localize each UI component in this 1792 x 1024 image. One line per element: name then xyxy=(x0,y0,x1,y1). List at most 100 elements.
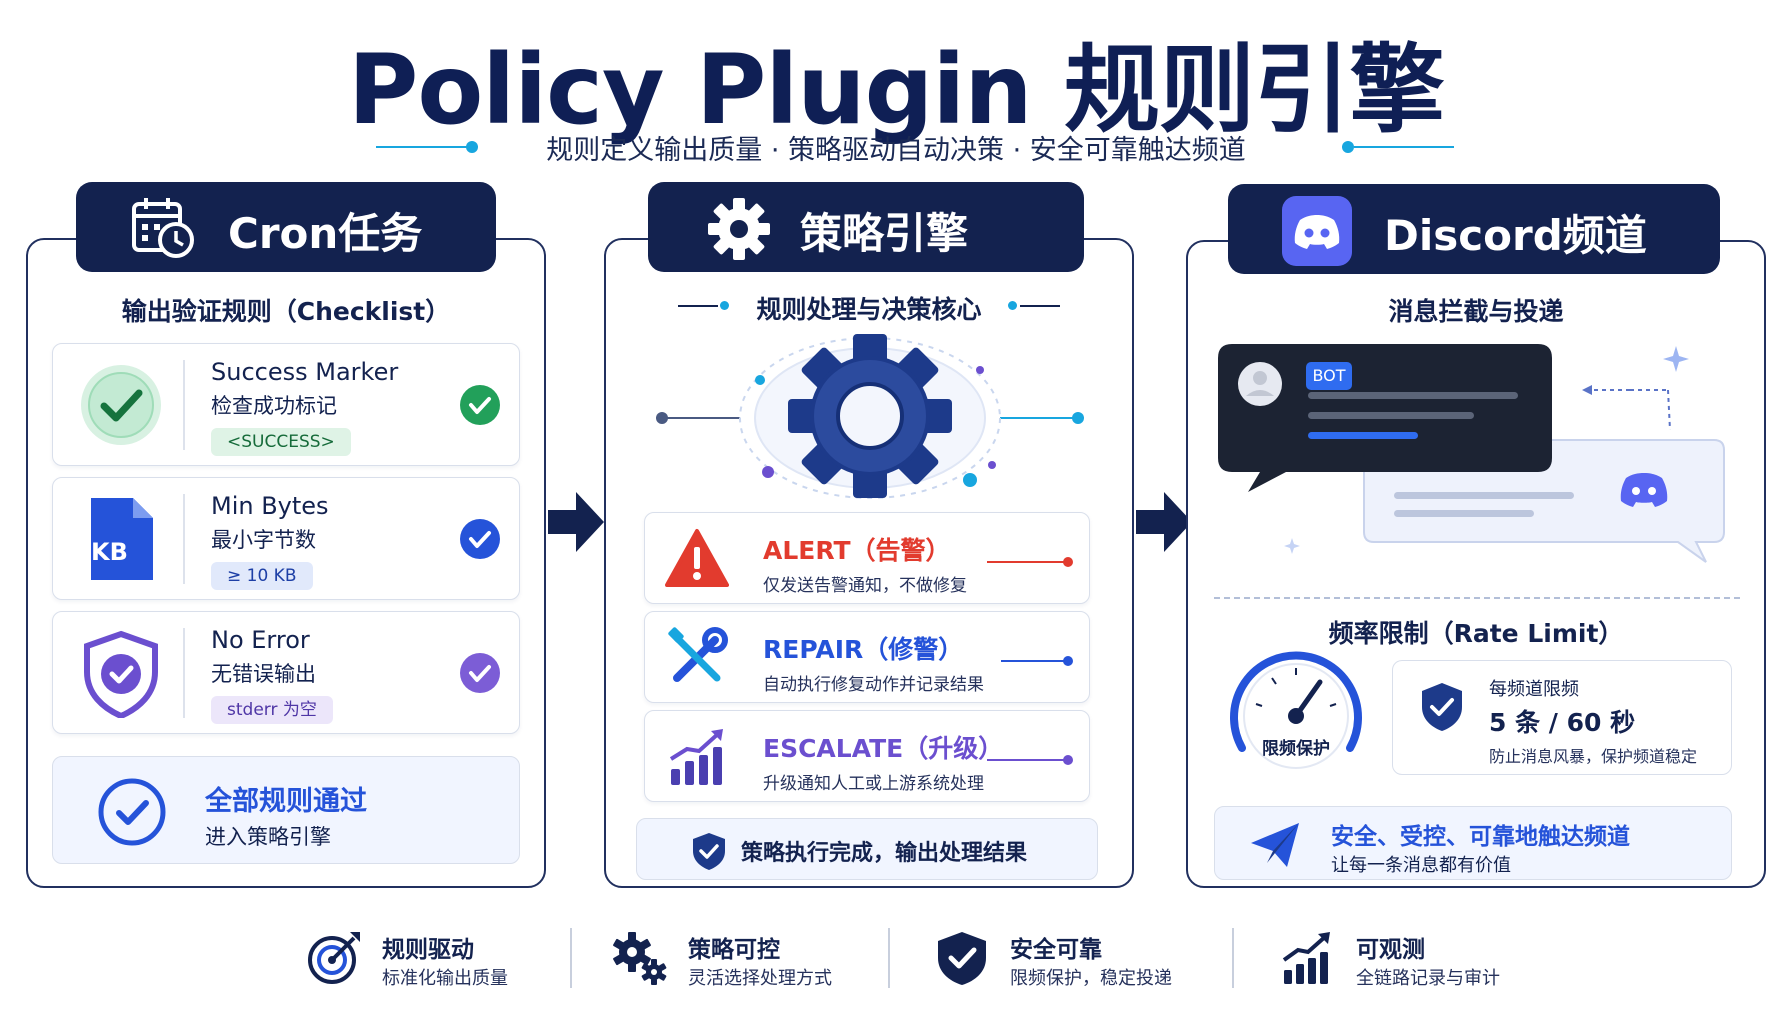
wrench-screwdriver-icon xyxy=(668,627,728,682)
action-line xyxy=(987,561,1067,563)
shield-check-icon xyxy=(938,932,986,985)
rule-title: Min Bytes xyxy=(211,492,329,520)
subtitle-left-line xyxy=(376,146,476,148)
flow-arrow-icon xyxy=(1136,492,1192,552)
rule-subtitle: 无错误输出 xyxy=(211,662,316,686)
gauge-icon xyxy=(1230,651,1362,778)
rule-min-bytes: KB Min Bytes 最小字节数 ≥ 10 KB xyxy=(52,477,520,600)
footer-title: 规则驱动 xyxy=(382,937,474,963)
footer-separator xyxy=(1232,928,1234,988)
safe-delivery-box: 安全、受控、可靠地触达频道 让每一条消息都有价值 xyxy=(1214,806,1732,880)
chat-illustration xyxy=(1218,344,1725,563)
rule-no-error: No Error 无错误输出 stderr 为空 xyxy=(52,611,520,734)
rule-success-marker: Success Marker 检查成功标记 <SUCCESS> xyxy=(52,343,520,466)
footer-subtitle: 限频保护，稳定投递 xyxy=(1010,968,1172,989)
safe-subtitle: 让每一条消息都有价值 xyxy=(1331,855,1511,876)
subtitle-right-line xyxy=(1354,146,1454,148)
subtitle-row: 规则定义输出质量 · 策略驱动自动决策 · 安全可靠触达频道 xyxy=(0,128,1792,168)
calendar-clock-icon xyxy=(132,198,194,258)
shield-check-icon xyxy=(84,630,158,718)
pass-subtitle: 进入策略引擎 xyxy=(205,825,331,849)
action-subtitle: 仅发送告警通知，不做修复 xyxy=(763,576,967,596)
action-line xyxy=(1001,660,1067,662)
section-dot-right xyxy=(1008,301,1017,310)
gauge-label: 限频保护 xyxy=(1262,739,1330,759)
discord-logo-icon xyxy=(1282,196,1352,266)
footer-separator xyxy=(570,928,572,988)
shield-check-icon xyxy=(1422,683,1462,731)
shield-check-icon xyxy=(693,833,725,870)
action-title: ESCALATE（升级） xyxy=(763,734,1004,763)
action-line xyxy=(987,759,1067,761)
footer-item-rules: 规则驱动 标准化输出质量 xyxy=(306,924,546,994)
action-title: REPAIR（修警） xyxy=(763,635,964,664)
footer-subtitle: 灵活选择处理方式 xyxy=(688,968,832,989)
row-divider xyxy=(183,628,185,718)
section-line-left xyxy=(678,305,718,307)
action-dot xyxy=(1063,656,1073,666)
footer-item-observability: 可观测 全链路记录与审计 xyxy=(1280,924,1540,994)
footer-title: 安全可靠 xyxy=(1010,937,1102,963)
bot-badge: BOT xyxy=(1306,362,1352,390)
subtitle-left-dot xyxy=(466,141,478,153)
rate-box-value: 5 条 / 60 秒 xyxy=(1489,708,1636,737)
action-alert: ALERT（告警） 仅发送告警通知，不做修复 xyxy=(644,512,1090,604)
gears-icon xyxy=(613,932,667,985)
rule-subtitle: 最小字节数 xyxy=(211,528,316,552)
engine-gear-illustration xyxy=(656,334,1084,499)
discord-panel-header: Discord频道 xyxy=(1228,184,1720,274)
footer-item-policy: 策略可控 灵活选择处理方式 xyxy=(612,924,872,994)
footer-title: 策略可控 xyxy=(688,937,780,963)
footer-subtitle: 标准化输出质量 xyxy=(382,968,508,989)
rate-limit-box: 每频道限频 5 条 / 60 秒 防止消息风暴，保护频道稳定 xyxy=(1392,660,1732,775)
rule-tag: ≥ 10 KB xyxy=(211,562,313,590)
subtitle: 规则定义输出质量 · 策略驱动自动决策 · 安全可靠触达频道 xyxy=(546,135,1246,166)
action-subtitle: 自动执行修复动作并记录结果 xyxy=(763,675,984,695)
rule-title: No Error xyxy=(211,626,310,654)
action-repair: REPAIR（修警） 自动执行修复动作并记录结果 xyxy=(644,611,1090,703)
done-text: 策略执行完成，输出处理结果 xyxy=(741,841,1028,866)
discord-section-title: 消息拦截与投递 xyxy=(1388,297,1564,326)
row-divider xyxy=(183,360,185,450)
pass-title: 全部规则通过 xyxy=(205,786,367,817)
chart-up-icon xyxy=(669,729,723,785)
discord-header-label: Discord频道 xyxy=(1384,211,1647,260)
action-subtitle: 升级通知人工或上游系统处理 xyxy=(763,774,984,794)
green-check-icon xyxy=(460,385,500,425)
policy-section-title: 规则处理与决策核心 xyxy=(756,295,982,324)
footer-title: 可观测 xyxy=(1356,937,1425,963)
success-check-icon xyxy=(81,365,161,445)
footer-item-security: 安全可靠 限频保护，稳定投递 xyxy=(934,924,1194,994)
rate-box-title: 每频道限频 xyxy=(1489,679,1579,700)
rule-title: Success Marker xyxy=(211,358,399,386)
action-dot xyxy=(1063,755,1073,765)
chart-up-icon xyxy=(1282,932,1330,984)
rate-box-subtitle: 防止消息风暴，保护频道稳定 xyxy=(1489,747,1698,766)
kb-icon-label: KB xyxy=(91,538,128,566)
rule-subtitle: 检查成功标记 xyxy=(211,394,337,418)
target-icon xyxy=(308,932,360,984)
dashed-divider xyxy=(1214,597,1740,599)
action-title: ALERT（告警） xyxy=(763,536,951,565)
cron-panel-header: Cron任务 xyxy=(76,182,496,272)
policy-header-label: 策略引擎 xyxy=(800,209,969,258)
page-title: Policy Plugin 规则引擎 xyxy=(347,34,1445,146)
all-rules-pass-box: 全部规则通过 进入策略引擎 xyxy=(52,756,520,864)
flow-arrow-icon xyxy=(548,492,604,552)
rate-limit-title: 频率限制（Rate Limit） xyxy=(1328,619,1624,648)
rule-tag: <SUCCESS> xyxy=(211,428,351,456)
section-line-right xyxy=(1020,305,1060,307)
subtitle-right-dot xyxy=(1342,141,1354,153)
rule-tag: stderr 为空 xyxy=(211,696,333,724)
cron-section-title: 输出验证规则（Checklist） xyxy=(121,297,451,326)
policy-done-box: 策略执行完成，输出处理结果 xyxy=(636,818,1098,880)
gear-icon xyxy=(708,198,770,260)
footer-separator xyxy=(888,928,890,988)
purple-check-icon xyxy=(460,653,500,693)
circle-check-icon xyxy=(98,778,166,846)
footer-subtitle: 全链路记录与审计 xyxy=(1356,968,1500,989)
cron-header-label: Cron任务 xyxy=(228,209,423,258)
action-escalate: ESCALATE（升级） 升级通知人工或上游系统处理 xyxy=(644,710,1090,802)
section-dot-left xyxy=(720,301,729,310)
policy-panel-header: 策略引擎 xyxy=(648,182,1084,272)
